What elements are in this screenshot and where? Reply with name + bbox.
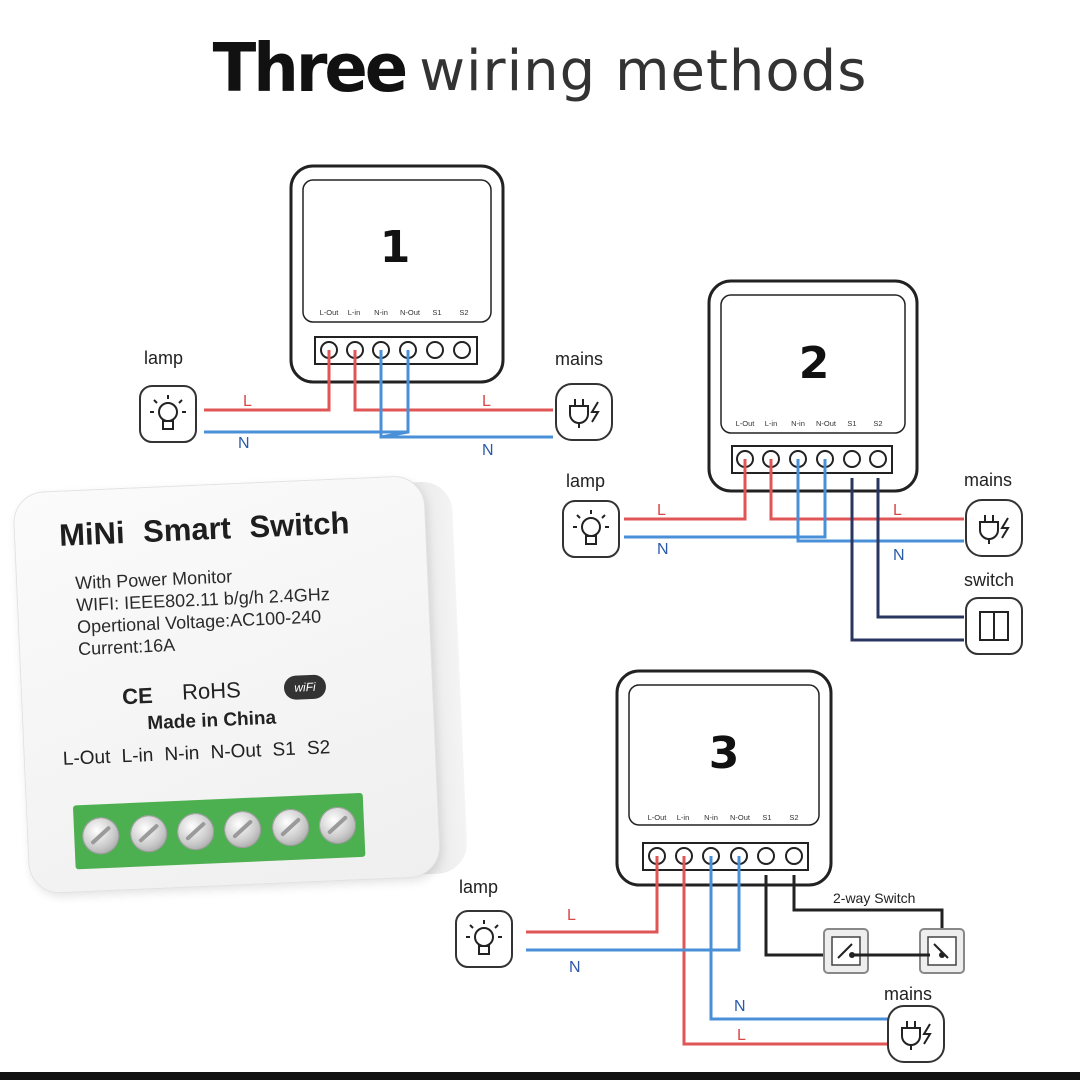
diagram-2: 2 L-Out L-in N-in N-Out S1 S2 L L N N la…	[562, 279, 1023, 655]
switch-icon	[965, 597, 1023, 655]
terminal-label-s2: S2	[459, 308, 468, 317]
d1-wire-lin	[353, 350, 553, 412]
d2-label-l-left: L	[657, 502, 666, 519]
two-way-switch-icon-1	[823, 928, 869, 974]
screw-icon	[129, 814, 169, 853]
d3-two-way-label: 2-way Switch	[833, 890, 915, 906]
module-1-terminal-labels: L-Out L-in N-in N-Out S1 S2	[320, 308, 469, 317]
terminal-label-lout: L-Out	[320, 308, 340, 317]
module-3-body	[615, 669, 833, 887]
device-terminal-block	[72, 792, 366, 870]
made-in-label: Made in China	[146, 707, 277, 735]
terminal-label-lout: L-Out	[736, 419, 756, 428]
d1-wire-lout	[204, 350, 331, 412]
d2-mains-label: mains	[964, 470, 1012, 490]
d3-wire-nout	[526, 856, 741, 952]
module-3-terminal-labels: L-Out L-in N-in N-Out S1 S2	[648, 813, 799, 822]
mains-icon	[965, 499, 1023, 557]
terminal-label-s2: S2	[789, 813, 798, 822]
d3-mains-label: mains	[884, 984, 932, 1004]
module-3-terminal-strip	[642, 842, 809, 871]
terminal-label-s1: S1	[762, 813, 771, 822]
d3-lamp-label: lamp	[459, 877, 498, 897]
d3-label-l-left: L	[567, 907, 576, 924]
module-2-terminal-labels: L-Out L-in N-in N-Out S1 S2	[736, 419, 883, 428]
d2-label-l-right: L	[893, 502, 902, 519]
title-bold: Three	[212, 30, 409, 108]
lamp-icon	[562, 500, 620, 558]
module-1-body	[289, 164, 505, 384]
mains-icon	[555, 383, 613, 441]
d1-label-n-right: N	[482, 442, 494, 459]
module-3-panel	[628, 684, 820, 826]
d3-wire-lin	[682, 856, 890, 1046]
module-1-number: 1	[380, 222, 411, 273]
terminal-label-nin: N-in	[704, 813, 718, 822]
terminal-label-nout: N-Out	[730, 813, 751, 822]
module-2-terminal-strip	[731, 445, 893, 474]
d3-label-l-bottom: L	[737, 1027, 746, 1044]
terminal-label-lin: L-in	[348, 308, 361, 317]
mains-icon	[887, 1005, 945, 1063]
device-terminal-labels: L-Out L-in N-in N-Out S1 S2	[62, 737, 331, 770]
terminal-label-s2: S2	[873, 419, 882, 428]
d1-lamp-label: lamp	[144, 348, 183, 368]
d3-wire-nin	[709, 856, 890, 1021]
device-photo: MiNi Smart Switch With Power Monitor WIF…	[13, 475, 470, 904]
title-rest: wiring methods	[419, 39, 868, 104]
terminal-label-lout: L-Out	[648, 813, 668, 822]
terminal-label-nin: N-in	[374, 308, 388, 317]
d2-wire-s2	[876, 478, 964, 619]
screw-icon	[81, 816, 121, 856]
screw-icon	[318, 806, 357, 845]
terminal-label-lin: L-in	[765, 419, 778, 428]
device-face: MiNi Smart Switch With Power Monitor WIF…	[13, 475, 441, 894]
screw-icon	[271, 808, 310, 847]
diagram-3: 3 L-Out L-in N-in N-Out S1 S2 L L N N la…	[455, 669, 965, 1063]
lamp-icon	[139, 385, 197, 443]
two-way-switch-icon-2	[919, 928, 965, 974]
terminal-label-lin: L-in	[677, 813, 690, 822]
terminal-label-nout: N-Out	[816, 419, 837, 428]
d1-mains-label: mains	[555, 349, 603, 369]
d3-label-n-left: N	[569, 959, 581, 976]
ce-mark: CE	[121, 682, 154, 710]
screw-icon	[223, 810, 262, 849]
d3-wire-lout	[526, 856, 659, 934]
module-1-terminal-strip	[314, 336, 478, 365]
d2-label-n-left: N	[657, 541, 669, 558]
screw-icon	[176, 812, 215, 851]
d2-label-n-right: N	[893, 547, 905, 564]
diagram-1: 1 L-Out L-in N-in N-Out S1 S2 L L N N la…	[139, 164, 613, 459]
d2-wire-lin	[769, 459, 964, 521]
terminal-label-s1: S1	[847, 419, 856, 428]
d1-label-l-right: L	[482, 393, 491, 410]
bottom-bar	[0, 1072, 1080, 1080]
module-2-panel	[720, 294, 906, 434]
d3-label-n-bottom: N	[734, 998, 746, 1015]
d1-label-n-left: N	[238, 435, 250, 452]
d2-wire-lout	[624, 459, 747, 521]
terminal-label-s1: S1	[432, 308, 441, 317]
lamp-icon	[455, 910, 513, 968]
d2-wire-nin	[796, 459, 964, 543]
module-3-number: 3	[709, 728, 740, 779]
device-spec-current: Current:16A	[77, 634, 176, 660]
d2-wire-s1	[850, 478, 964, 642]
terminal-label-nout: N-Out	[400, 308, 421, 317]
terminal-label-nin: N-in	[791, 419, 805, 428]
d2-switch-label: switch	[964, 570, 1014, 590]
module-1-panel	[302, 179, 492, 323]
module-2-number: 2	[799, 338, 830, 389]
device-title: MiNi Smart Switch	[58, 505, 351, 553]
module-2-body	[707, 279, 919, 493]
rohs-mark: RoHS	[181, 677, 242, 705]
d2-wire-nout	[624, 459, 827, 539]
d2-lamp-label: lamp	[566, 471, 605, 491]
wifi-icon: wiFi	[283, 674, 327, 701]
d1-label-l-left: L	[243, 393, 252, 410]
